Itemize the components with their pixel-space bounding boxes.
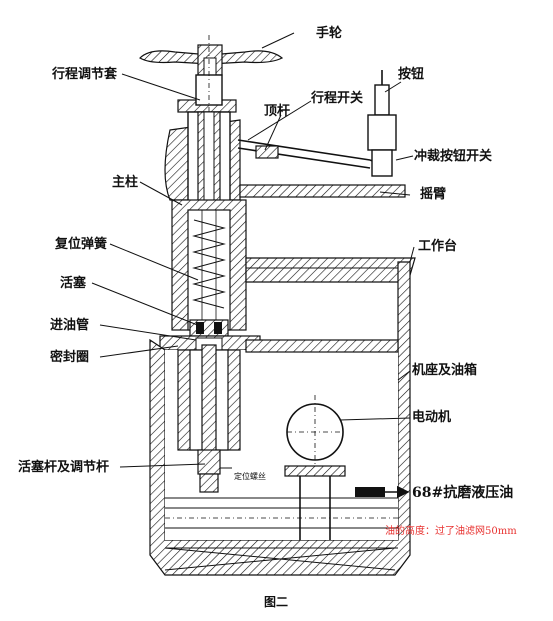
label-set-screw: 定位螺丝 bbox=[234, 471, 266, 481]
main-column-part bbox=[171, 199, 247, 331]
label-rocker-arm: 摇臂 bbox=[420, 186, 446, 202]
label-stroke-switch: 行程开关 bbox=[310, 90, 363, 106]
label-oil-level-note: 油的高度：过了油滤网50mm bbox=[385, 524, 517, 537]
figure-caption: 图二 bbox=[264, 595, 288, 609]
punch-switch-part bbox=[367, 70, 397, 177]
label-button: 按钮 bbox=[398, 66, 424, 82]
label-punch-button-switch: 冲裁按钮开关 bbox=[414, 148, 492, 164]
rocker-arm-part bbox=[237, 139, 406, 198]
label-motor: 电动机 bbox=[412, 409, 451, 425]
worktable-part bbox=[245, 257, 416, 283]
label-return-spring: 复位弹簧 bbox=[54, 236, 107, 252]
column-head bbox=[164, 111, 241, 213]
cylinder-part bbox=[177, 344, 241, 493]
label-oil-type: 68#抗磨液压油 bbox=[412, 484, 513, 501]
label-worktable: 工作台 bbox=[418, 238, 457, 254]
label-piston: 活塞 bbox=[60, 275, 87, 291]
label-piston-rod: 活塞杆及调节杆 bbox=[18, 459, 109, 475]
label-push-rod: 顶杆 bbox=[264, 103, 290, 119]
label-handwheel: 手轮 bbox=[316, 25, 342, 41]
handwheel-part bbox=[139, 44, 284, 79]
label-oil-inlet-pipe: 进油管 bbox=[50, 317, 89, 333]
label-main-column: 主柱 bbox=[112, 174, 138, 190]
label-base-tank: 机座及油箱 bbox=[412, 362, 477, 378]
leader-lines bbox=[91, 32, 415, 499]
label-seal-ring: 密封圈 bbox=[49, 349, 89, 365]
label-stroke-sleeve: 行程调节套 bbox=[51, 66, 118, 82]
motor-part bbox=[284, 395, 346, 540]
